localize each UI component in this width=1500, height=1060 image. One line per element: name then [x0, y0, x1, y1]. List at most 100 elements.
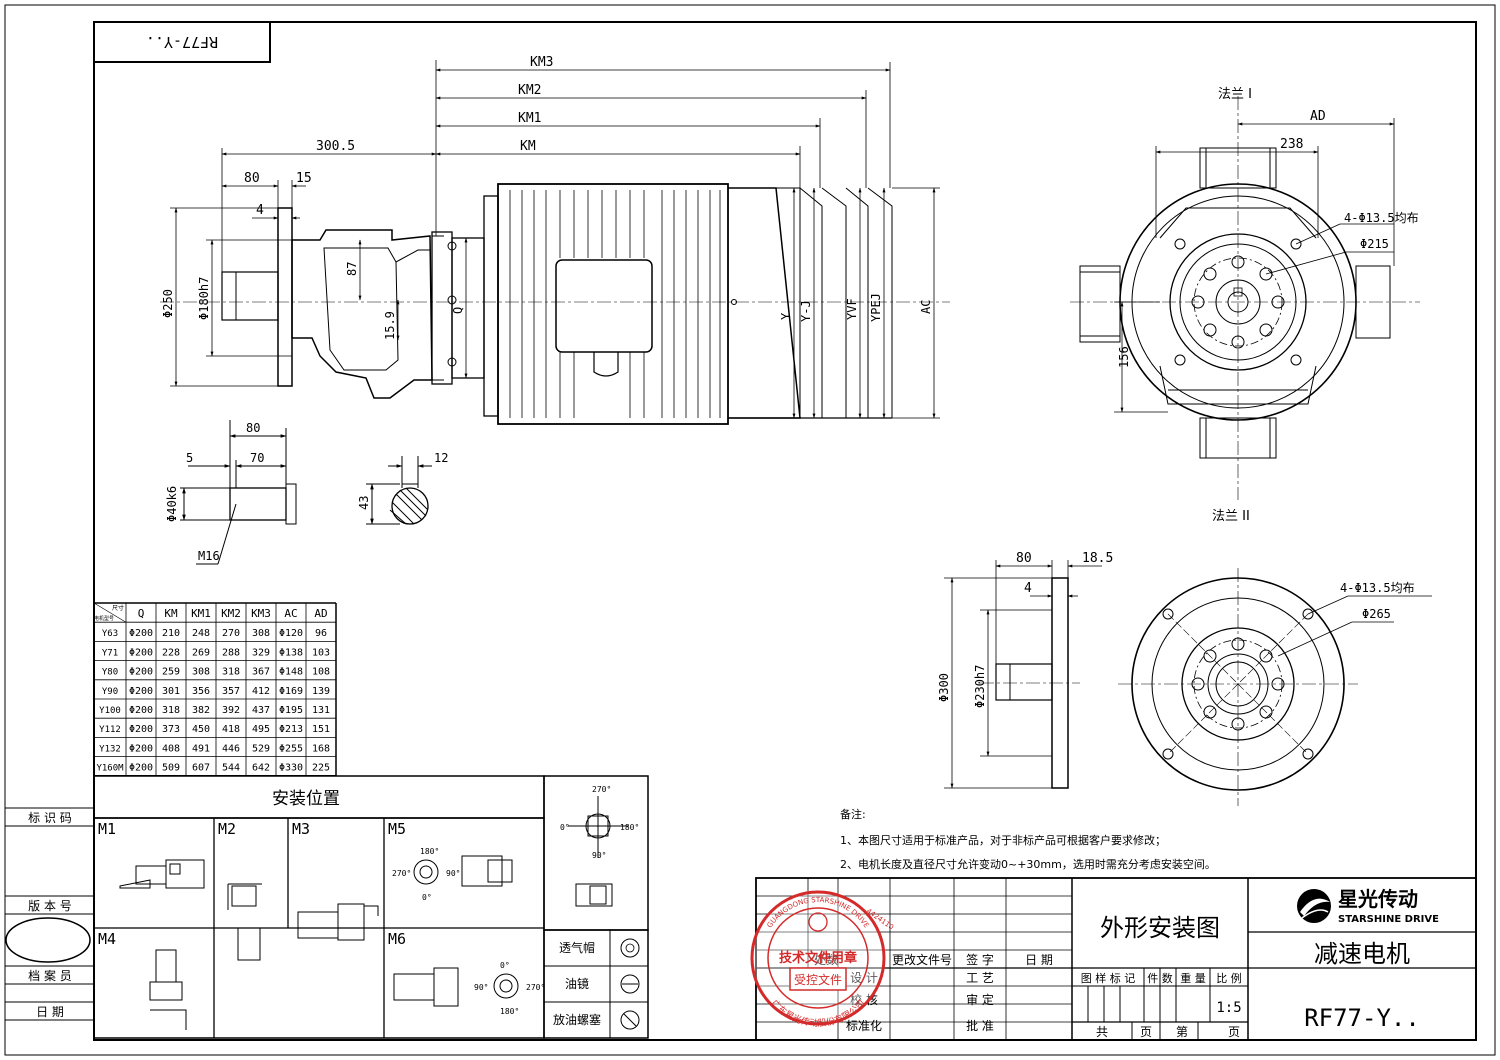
table-header-q: Q — [138, 607, 145, 620]
main-dimension-labels: KM3 KM2 KM1 KM 300.5 80 15 4 Φ250 Φ180h7… — [161, 55, 933, 340]
role-process: 工 艺 — [966, 971, 994, 985]
dim-300-5: 300.5 — [316, 139, 355, 154]
table-row-motor-model: Y90 — [102, 687, 118, 697]
main-dimensions — [170, 60, 940, 419]
angle-0: 0° — [560, 823, 570, 832]
table-cell: 131 — [312, 705, 330, 716]
table-corner-bottom: 电机型号 — [94, 615, 114, 622]
table-cell: 318 — [222, 667, 240, 678]
dim-87: 87 — [345, 262, 359, 276]
dim-4: 4 — [256, 203, 264, 218]
flange-2-dim-phi265: Φ265 — [1362, 607, 1391, 621]
table-cell: 392 — [222, 705, 240, 716]
table-cell: Φ200 — [129, 763, 153, 774]
table-cell: Φ200 — [129, 724, 153, 735]
table-cell: Φ213 — [279, 724, 303, 735]
m5-angle-180: 180° — [420, 847, 439, 856]
legend-drain-plug: 放油螺塞 — [553, 1012, 601, 1027]
dim-km3: KM3 — [530, 55, 553, 70]
model-name: RF77-Y.. — [1304, 1004, 1420, 1032]
flange-1-holes: 4-Φ13.5均布 — [1344, 211, 1419, 225]
col-signature: 签 字 — [966, 952, 994, 967]
table-cell: 269 — [192, 647, 210, 658]
dim-ypej: YPEJ — [869, 293, 883, 322]
table-cell: 529 — [252, 743, 270, 754]
flange-2-side-dimensions — [944, 560, 1102, 789]
logo-en: STARSHINE DRIVE — [1338, 914, 1439, 925]
shaft-detail — [180, 420, 297, 565]
dim-phi180h7: Φ180h7 — [197, 277, 211, 320]
table-cell: 108 — [312, 667, 330, 678]
strip-label-archivist: 档 案 员 — [28, 968, 72, 983]
table-row-motor-model: Y80 — [102, 668, 118, 678]
table-cell: Φ330 — [279, 763, 303, 774]
table-cell: 408 — [162, 743, 180, 754]
table-header-ac: AC — [284, 607, 297, 620]
dim-80: 80 — [244, 171, 260, 186]
table-header-km1: KM1 — [191, 607, 211, 620]
red-stamp: 技术文件用章 受控文件 GUANGDONG STARSHINE DRIVE 广东… — [750, 890, 895, 1029]
dim-y-j: Y-J — [799, 300, 813, 322]
flange-2-dim-4: 4 — [1024, 581, 1032, 596]
notes-title: 备注: — [840, 807, 866, 821]
flange-2-title: 法兰 II — [1212, 509, 1250, 524]
flange-2-dim-80: 80 — [1016, 551, 1032, 566]
table-cell: 96 — [315, 628, 327, 639]
table-cell: 412 — [252, 686, 270, 697]
flange-1-view — [1070, 96, 1420, 500]
m5-angle-90: 90° — [446, 869, 460, 878]
m6-angle-90: 90° — [474, 983, 488, 992]
position-m4: M4 — [98, 930, 116, 948]
table-cell: 308 — [252, 628, 270, 639]
col-count: 处数 — [814, 952, 838, 967]
flange-2-dim-phi300: Φ300 — [937, 673, 951, 702]
dim-15-9: 15.9 — [383, 311, 397, 340]
strip-label-date: 日 期 — [36, 1005, 64, 1019]
angle-90: 90° — [592, 851, 606, 860]
legend-vent-cap: 透气帽 — [559, 940, 595, 955]
table-header-km3: KM3 — [251, 607, 271, 620]
table-cell: 248 — [192, 628, 210, 639]
flange-2-dim-18-5: 18.5 — [1082, 551, 1113, 566]
table-cell: 382 — [192, 705, 210, 716]
position-m6: M6 — [388, 930, 406, 948]
flange-1-dimensions — [1114, 118, 1395, 413]
table-cell: 642 — [252, 763, 270, 774]
dim-km1: KM1 — [518, 111, 541, 126]
role-standard: 标准化 — [846, 1019, 882, 1033]
notes: 备注: 1、本图尺寸适用于标准产品，对于非标产品可根据客户要求修改； 2、电机长… — [840, 807, 1216, 871]
flange-1-dim-phi215: Φ215 — [1360, 237, 1389, 251]
pages-total-label: 共 — [1096, 1025, 1108, 1039]
m5-angle-0: 0° — [422, 893, 432, 902]
table-cell: 168 — [312, 743, 330, 754]
table-cell: 288 — [222, 647, 240, 658]
meta-quantity: 件 数 — [1147, 972, 1173, 985]
angle-180: 180° — [620, 823, 639, 832]
flange-1-dim-156: 156 — [1117, 346, 1131, 368]
dim-ac: AC — [919, 300, 933, 314]
table-cell: Φ200 — [129, 667, 153, 678]
table-cell: Φ169 — [279, 686, 303, 697]
table-cell: 225 — [312, 763, 330, 774]
table-cell: 544 — [222, 763, 240, 774]
stamp-line-2: 受控文件 — [794, 972, 842, 987]
key-section-labels: 12 43 — [357, 451, 448, 510]
table-cell: 308 — [192, 667, 210, 678]
shaft-detail-labels: 80 5 70 Φ40k6 M16 — [165, 421, 264, 563]
table-cell: Φ200 — [129, 647, 153, 658]
angle-270: 270° — [592, 785, 611, 794]
table-cell: 437 — [252, 705, 270, 716]
table-cell: Φ200 — [129, 628, 153, 639]
table-cell: 450 — [192, 724, 210, 735]
pages-current-label: 第 — [1176, 1025, 1188, 1039]
table-cell: Φ138 — [279, 647, 303, 658]
flange-1-labels: 法兰 I AD 238 4-Φ13.5均布 Φ215 156 — [1117, 87, 1419, 368]
table-cell: Φ200 — [129, 743, 153, 754]
stamp-line-1: 技术文件用章 — [779, 950, 857, 966]
table-cell: Φ255 — [279, 743, 303, 754]
role-approve: 批 准 — [966, 1018, 994, 1033]
scale-value: 1:5 — [1216, 1000, 1241, 1016]
position-m2: M2 — [218, 820, 236, 838]
table-cell: 357 — [222, 686, 240, 697]
